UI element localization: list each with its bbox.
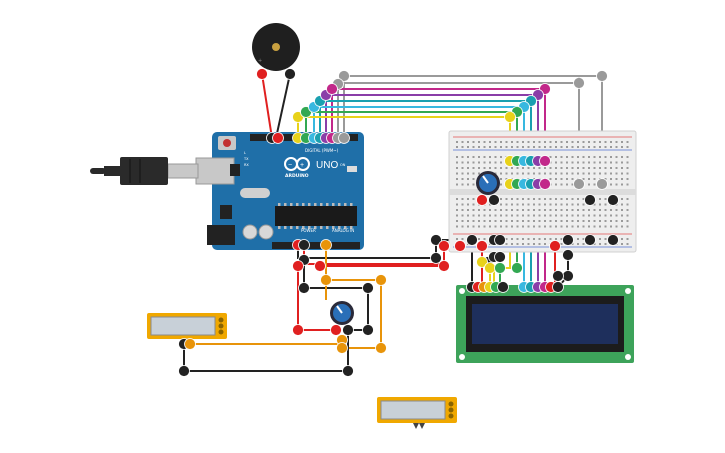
wire-endpoint[interactable] <box>607 194 619 206</box>
wire-endpoint[interactable] <box>573 77 585 89</box>
wire-endpoint[interactable] <box>438 240 450 252</box>
wire-endpoint[interactable] <box>256 68 268 80</box>
board-on-label: ON <box>340 163 346 167</box>
wire-endpoint[interactable] <box>484 262 496 274</box>
buzzer-icon[interactable]: + <box>252 23 300 71</box>
board-digital-label: DIGITAL (PWM~) <box>305 148 339 153</box>
wire-endpoint[interactable] <box>476 194 488 206</box>
wire-endpoint[interactable] <box>466 234 478 246</box>
wire-endpoint[interactable] <box>494 262 506 274</box>
potentiometer-lower-icon[interactable] <box>330 301 354 325</box>
wire-endpoint[interactable] <box>596 178 608 190</box>
breadboard <box>448 130 637 253</box>
board-tx-label: TX <box>243 157 249 161</box>
wire-endpoint[interactable] <box>430 234 442 246</box>
wire-endpoint[interactable] <box>298 282 310 294</box>
wire-endpoint[interactable] <box>562 270 574 282</box>
wire-endpoint[interactable] <box>314 260 326 272</box>
wire-endpoint[interactable] <box>320 274 332 286</box>
wire-endpoint[interactable] <box>338 132 350 144</box>
wire-endpoint[interactable] <box>562 249 574 261</box>
wire-endpoint[interactable] <box>497 281 509 293</box>
board-brand-label: ARDUINO <box>285 173 309 179</box>
wire-endpoint[interactable] <box>342 324 354 336</box>
wire-endpoint[interactable] <box>476 240 488 252</box>
wire-endpoint[interactable] <box>330 324 342 336</box>
wire-endpoint[interactable] <box>573 178 585 190</box>
wire-endpoint[interactable] <box>284 68 296 80</box>
wire-endpoint[interactable] <box>184 338 196 350</box>
wire-endpoint[interactable] <box>511 262 523 274</box>
lcd-display <box>456 285 634 363</box>
board-analog-label: ANALOG IN <box>332 228 354 233</box>
usb-cable-icon <box>90 157 199 185</box>
wire-endpoint[interactable] <box>292 324 304 336</box>
wire-buzzer-black[interactable] <box>275 73 291 139</box>
arduino-uno-board: − + UNO ARDUINO DIGITAL (PWM~) POWER ANA… <box>195 132 364 250</box>
wire-endpoint[interactable] <box>454 240 466 252</box>
wire-endpoint[interactable] <box>320 239 332 251</box>
wire-endpoint[interactable] <box>584 194 596 206</box>
board-uno-label: UNO <box>316 160 338 171</box>
wire-endpoint[interactable] <box>607 234 619 246</box>
wire-endpoint[interactable] <box>292 260 304 272</box>
wire-endpoint[interactable] <box>438 260 450 272</box>
wire-endpoint[interactable] <box>504 111 516 123</box>
board-l-label: L <box>244 151 246 155</box>
wire-nodes <box>178 68 619 377</box>
wire-endpoint[interactable] <box>430 252 442 264</box>
sensor-module-bottom[interactable] <box>377 397 457 429</box>
wire-endpoint[interactable] <box>338 70 350 82</box>
wire-endpoint[interactable] <box>375 342 387 354</box>
arduino-logo-icon: − + <box>284 157 310 171</box>
lcd-screen <box>472 304 618 344</box>
wire-endpoint[interactable] <box>552 281 564 293</box>
svg-text:+: + <box>300 162 304 169</box>
wire-endpoint[interactable] <box>596 70 608 82</box>
wire-endpoint[interactable] <box>362 282 374 294</box>
wire-endpoint[interactable] <box>476 256 488 268</box>
wire-endpoint[interactable] <box>362 324 374 336</box>
wire-endpoint[interactable] <box>552 270 564 282</box>
wire-endpoint[interactable] <box>584 234 596 246</box>
wire-endpoint[interactable] <box>488 194 500 206</box>
board-power-label: POWER <box>301 228 316 233</box>
wire-endpoint[interactable] <box>494 234 506 246</box>
wire-endpoint[interactable] <box>336 342 348 354</box>
wire-endpoint[interactable] <box>375 274 387 286</box>
wire-endpoint[interactable] <box>178 365 190 377</box>
potentiometer-icon[interactable] <box>476 171 500 195</box>
wire-buzzer-red[interactable] <box>261 73 273 139</box>
sensor-module-left[interactable] <box>147 313 227 339</box>
wire-endpoint[interactable] <box>298 239 310 251</box>
wire-endpoint[interactable] <box>326 83 338 95</box>
wire-endpoint[interactable] <box>494 251 506 263</box>
wire-magenta[interactable] <box>331 88 546 161</box>
wire-endpoint[interactable] <box>272 132 284 144</box>
board-rx-label: RX <box>244 163 249 167</box>
wire-endpoint[interactable] <box>562 234 574 246</box>
wire-endpoint[interactable] <box>539 178 551 190</box>
svg-text:−: − <box>288 162 292 169</box>
svg-text:+: + <box>258 58 262 64</box>
wire-endpoint[interactable] <box>342 365 354 377</box>
wire-endpoint[interactable] <box>549 240 561 252</box>
wire-endpoint[interactable] <box>539 155 551 167</box>
